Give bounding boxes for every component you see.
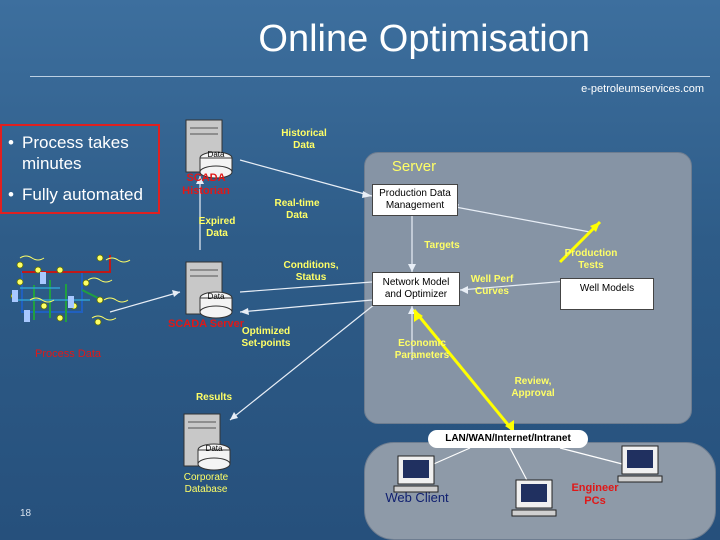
- computer-icon: [393, 455, 439, 493]
- corporate-database-label: Corporate Database: [183, 472, 229, 495]
- database-icon: [185, 261, 233, 319]
- computer-icon: [617, 445, 663, 483]
- production-data-management-box: Production Data Management: [372, 184, 458, 216]
- engineer-pcs-label: Engineer PCs: [571, 482, 619, 507]
- optimized-setpoints-label: Optimized Set-points: [241, 326, 291, 349]
- arrow-scada-to-optimizer: [239, 281, 373, 293]
- computer-icon: [511, 479, 557, 517]
- targets-label: Targets: [424, 240, 460, 251]
- drum-label: Data: [207, 292, 225, 301]
- results-label: Results: [195, 392, 233, 403]
- page-number: 18: [20, 508, 32, 519]
- arrow-optimizer-to-lan: [412, 309, 516, 433]
- arrow-process-to-scada: [109, 291, 181, 313]
- bullet-box: • Process takes minutes • Fully automated: [0, 124, 160, 214]
- process-schematic-icon: [10, 254, 131, 326]
- database-icon: [185, 119, 233, 179]
- network-model-box: Network Model and Optimizer: [372, 272, 460, 306]
- bullet-dot: •: [8, 185, 14, 204]
- drum-label: Data: [207, 150, 225, 159]
- scada-historian-label: SCADA Historian: [182, 172, 230, 197]
- expired-data-label: Expired Data: [198, 216, 236, 239]
- well-perf-curves-label: Well Perf Curves: [470, 274, 514, 297]
- web-client-label: Web Client: [385, 490, 449, 505]
- historical-data-label: Historical Data: [281, 128, 327, 151]
- lan-label: LAN/WAN/Internet/Intranet: [428, 430, 588, 448]
- arrow-optimizer-to-scada: [239, 299, 373, 313]
- arrow-historian-to-pdm: [239, 159, 373, 197]
- economic-parameters-label: Economic Parameters: [394, 338, 450, 361]
- bullet-text: Fully automated: [22, 185, 143, 204]
- scada-server-label: SCADA Server: [167, 318, 244, 330]
- database-icon: [183, 413, 231, 471]
- realtime-data-label: Real-time Data: [274, 198, 320, 221]
- slide-title: Online Optimisation: [258, 18, 590, 60]
- arrow-tests-to-pdm: [449, 205, 591, 233]
- server-title: Server: [391, 158, 437, 175]
- bullet-item: • Fully automated: [8, 184, 158, 205]
- arrowheads: [172, 176, 468, 420]
- drum-label: Data: [205, 444, 223, 453]
- production-tests-label: Production Tests: [564, 248, 618, 271]
- arrow-results-to-corporate: [229, 299, 381, 421]
- title-divider: [30, 76, 710, 77]
- site-url: e-petroleumservices.com: [581, 83, 704, 95]
- bullet-item: • Process takes minutes: [8, 132, 158, 174]
- bullet-text: Process takes minutes: [22, 133, 129, 173]
- well-models-box: Well Models: [560, 278, 654, 310]
- conditions-status-label: Conditions, Status: [283, 260, 339, 283]
- process-data-label: Process Data: [34, 348, 102, 360]
- flow-arrows: [109, 159, 591, 421]
- bullet-dot: •: [8, 133, 14, 152]
- review-approval-label: Review, Approval: [511, 376, 555, 399]
